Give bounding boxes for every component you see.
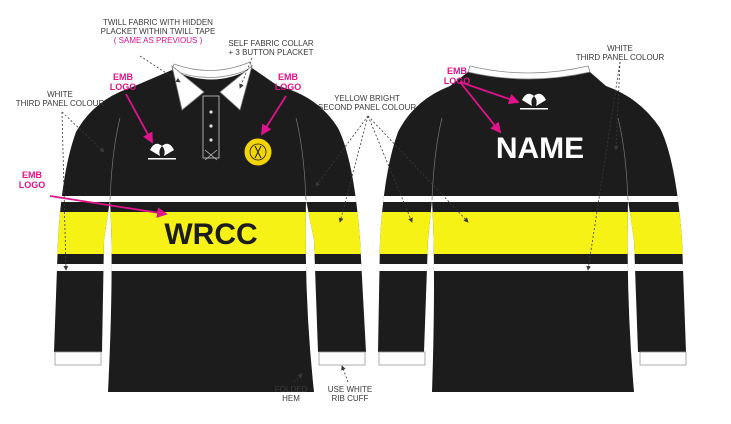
collar-left-wing <box>171 64 205 111</box>
white-left-line1: WHITE <box>47 90 73 99</box>
collar-band <box>171 61 253 78</box>
twill-label-line3: ( SAME AS PREVIOUS ) <box>113 36 203 45</box>
emb-logo-arrows <box>49 81 520 218</box>
wing-logo-icon <box>520 93 548 110</box>
front-white-stripe-top <box>54 196 366 202</box>
emb-right-line2: LOGO <box>274 82 302 92</box>
emb-back-line2: LOGO <box>443 76 471 86</box>
emb-left-line2: LOGO <box>109 82 137 92</box>
folded-line1: FOLDED <box>274 385 308 394</box>
yellow-panel-label: YELLOW BRIGHT SECOND PANEL COLOUR <box>312 94 422 112</box>
front-left-cuff <box>54 351 102 366</box>
emb-side-line1: EMB <box>22 170 42 180</box>
emb-left-line1: EMB <box>113 72 133 82</box>
back-collar <box>467 65 591 80</box>
folded-hem-label: FOLDED HEM <box>266 385 316 403</box>
back-white-stripe-top <box>378 196 686 202</box>
annotation-arrows <box>61 55 621 383</box>
emb-logo-label-side: EMB LOGO <box>12 170 52 190</box>
button-icon <box>209 110 213 114</box>
back-left-sleeve-seam <box>431 117 443 201</box>
twill-label-line2: PLACKET WITHIN TWILL TAPE <box>100 27 216 36</box>
back-white-stripe-bottom <box>378 264 686 271</box>
folded-line2: HEM <box>282 394 300 403</box>
collar-label-line1: SELF FABRIC COLLAR <box>228 39 314 48</box>
cuff-line2: RIB CUFF <box>331 394 369 403</box>
collar-label-line2: + 3 BUTTON PLACKET <box>228 48 314 57</box>
emb-side-line2: LOGO <box>18 180 46 190</box>
button-icon <box>209 124 213 128</box>
front-chest-text: WRCC <box>164 218 257 251</box>
white-right-line1: WHITE <box>607 44 633 53</box>
back-yellow-panel <box>378 212 686 254</box>
emb-logo-label-back: EMB LOGO <box>437 66 477 86</box>
back-left-cuff <box>378 351 426 366</box>
front-right-cuff <box>318 351 366 366</box>
white-left-line2: THIRD PANEL COLOUR <box>15 99 105 108</box>
yellow-line2: SECOND PANEL COLOUR <box>317 103 417 112</box>
back-name-text: NAME <box>496 132 584 165</box>
white-panel-label-left: WHITE THIRD PANEL COLOUR <box>10 90 110 108</box>
white-right-line2: THIRD PANEL COLOUR <box>575 53 665 62</box>
emb-back-line1: EMB <box>447 66 467 76</box>
button-icon <box>209 138 213 142</box>
front-white-stripe-bottom <box>54 264 366 271</box>
emb-logo-label-right: EMB LOGO <box>268 72 308 92</box>
collar-label: SELF FABRIC COLLAR + 3 BUTTON PLACKET <box>216 39 326 57</box>
white-panel-label-right: WHITE THIRD PANEL COLOUR <box>570 44 670 62</box>
emb-logo-label-left: EMB LOGO <box>103 72 143 92</box>
cuff-line1: USE WHITE <box>327 385 373 394</box>
placket-stitch <box>204 149 218 161</box>
twill-fabric-label: TWILL FABRIC WITH HIDDEN PLACKET WITHIN … <box>88 18 228 45</box>
front-right-sleeve-seam <box>295 117 307 201</box>
wing-logo-icon <box>148 143 176 160</box>
back-right-cuff <box>639 351 687 366</box>
emb-right-line1: EMB <box>278 72 298 82</box>
twill-label-line1: TWILL FABRIC WITH HIDDEN <box>103 18 213 27</box>
front-left-sleeve-seam <box>109 117 121 201</box>
yellow-line1: YELLOW BRIGHT <box>334 94 400 103</box>
back-right-sleeve-seam <box>617 117 629 201</box>
club-badge <box>243 137 273 167</box>
rib-cuff-label: USE WHITE RIB CUFF <box>322 385 378 403</box>
